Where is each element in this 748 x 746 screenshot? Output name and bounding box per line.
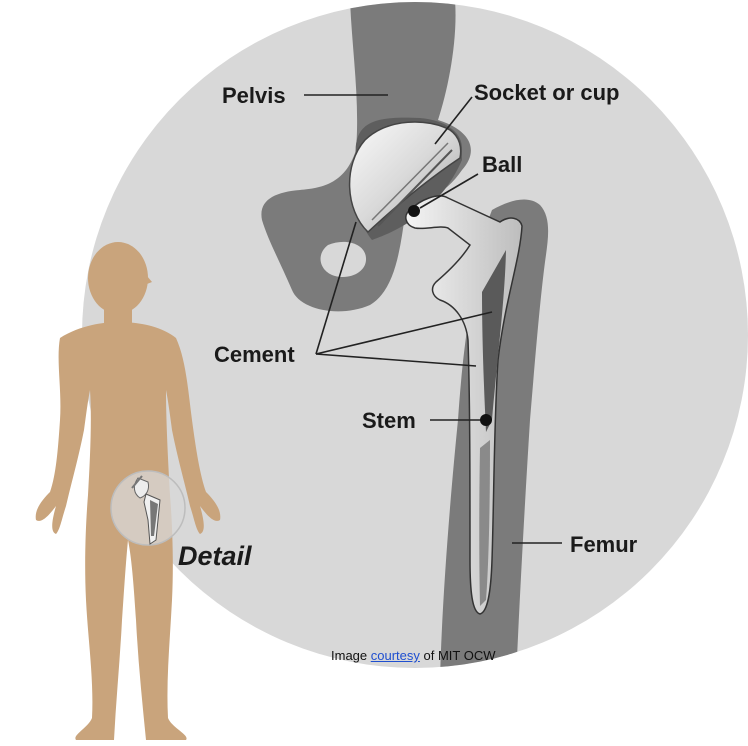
stem-marker <box>480 414 492 426</box>
detail-label: Detail <box>178 541 252 571</box>
image-credit: Image courtesy of MIT OCW <box>331 648 496 663</box>
figure-head <box>88 242 148 314</box>
ball-marker <box>408 205 420 217</box>
socket-label: Socket or cup <box>474 80 619 105</box>
pelvis-hole <box>321 242 367 277</box>
credit-prefix: Image <box>331 648 371 663</box>
courtesy-link[interactable]: courtesy <box>371 648 420 663</box>
credit-suffix: of MIT OCW <box>420 648 496 663</box>
pelvis-label: Pelvis <box>222 83 286 108</box>
cement-label: Cement <box>214 342 295 367</box>
ball-label: Ball <box>482 152 522 177</box>
femur-label: Femur <box>570 532 638 557</box>
stem-label: Stem <box>362 408 416 433</box>
